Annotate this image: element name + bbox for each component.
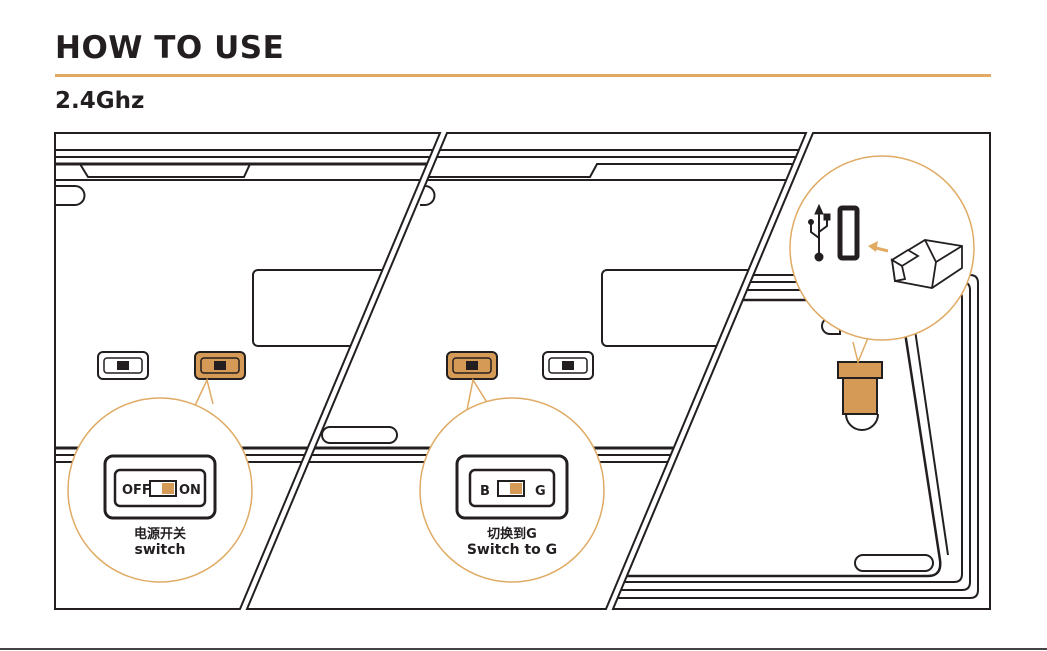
panel-power-switch: OFF ON 电源开关 switch <box>55 149 440 583</box>
caption-cn: 切换到G <box>487 526 537 542</box>
panel-mode-switch: B G 切换到G Switch to G <box>247 149 806 583</box>
title-divider <box>55 74 991 77</box>
panel-usb-receiver <box>613 155 979 599</box>
callout-power-switch: OFF ON 电源开关 switch <box>67 377 253 583</box>
panel-1-border <box>54 132 442 610</box>
power-switch-small <box>194 351 246 380</box>
usb-port-icon <box>837 205 860 261</box>
switch-label-b: B <box>480 484 490 499</box>
page-bottom-divider <box>0 648 1047 650</box>
caption-en: Switch to G <box>467 542 557 558</box>
panel-3-border <box>611 132 991 610</box>
power-switch-small <box>542 351 594 380</box>
page-title: HOW TO USE <box>55 30 285 66</box>
usb-dongle-icon <box>890 239 963 289</box>
keyboard-corner <box>613 274 979 599</box>
switch-label-g: G <box>535 484 546 499</box>
panel-2-border <box>245 132 808 610</box>
callout-mode-switch: B G 切换到G Switch to G <box>419 378 605 583</box>
mode-switch-small-highlight <box>446 351 498 380</box>
insert-arrow-icon <box>868 241 889 253</box>
caption-en: switch <box>134 542 185 558</box>
usb-icon <box>808 203 831 262</box>
mode-switch-small <box>97 351 149 380</box>
caption-cn: 电源开关 <box>134 526 186 542</box>
section-subtitle: 2.4Ghz <box>55 88 145 114</box>
callout-usb <box>789 155 975 365</box>
switch-label-off: OFF <box>122 483 151 498</box>
usb-receiver-port <box>837 361 883 431</box>
switch-label-on: ON <box>179 483 201 498</box>
